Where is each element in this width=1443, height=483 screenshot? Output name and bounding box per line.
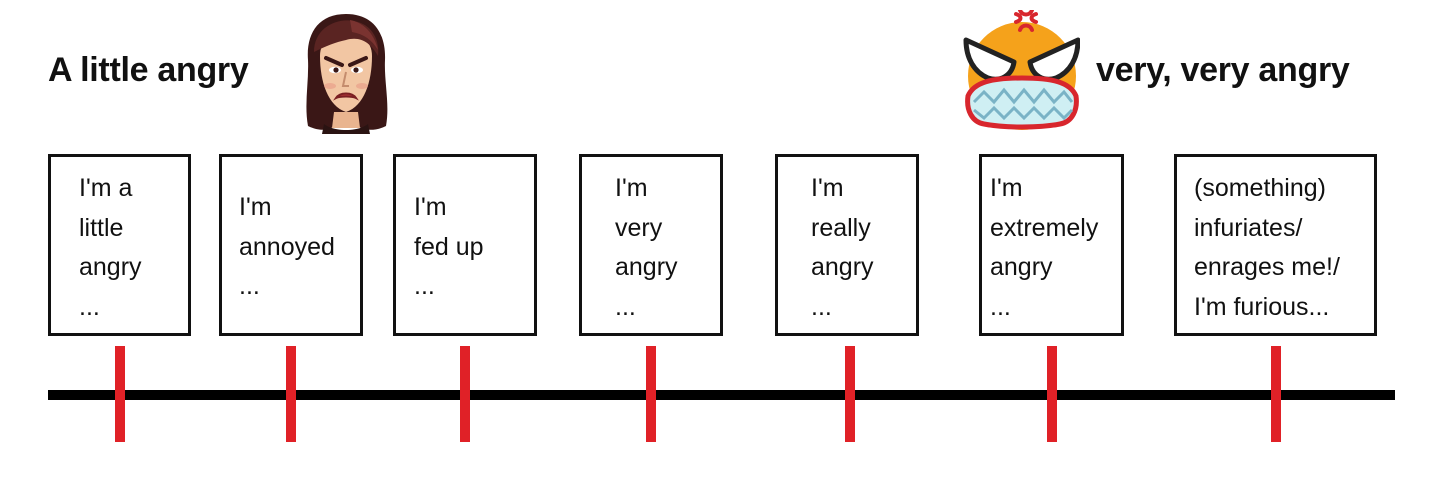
- axis-tick: [115, 346, 125, 442]
- scale-box: I'm extremely angry ...: [979, 154, 1124, 336]
- axis-tick: [1047, 346, 1057, 442]
- axis-tick: [646, 346, 656, 442]
- scale-box: I'm very angry ...: [579, 154, 723, 336]
- axis-tick: [845, 346, 855, 442]
- heading-very-very-angry: very, very angry: [1096, 51, 1350, 89]
- scale-box: I'm annoyed ...: [219, 154, 363, 336]
- scale-box: I'm a little angry ...: [48, 154, 191, 336]
- scale-text: I'm very angry ...: [615, 174, 678, 321]
- scale-text: I'm a little angry ...: [79, 174, 142, 321]
- scale-box: (something) infuriates/ enrages me!/ I'm…: [1174, 154, 1377, 336]
- axis-tick: [460, 346, 470, 442]
- axis-tick: [286, 346, 296, 442]
- scale-box: I'm really angry ...: [775, 154, 919, 336]
- scale-box: I'm fed up ...: [393, 154, 537, 336]
- angry-woman-icon: [306, 14, 388, 134]
- furious-emoji-icon: [963, 10, 1080, 130]
- scale-text: (something) infuriates/ enrages me!/ I'm…: [1194, 174, 1340, 321]
- intensity-axis: [48, 390, 1395, 400]
- axis-tick: [1271, 346, 1281, 442]
- heading-a-little-angry: A little angry: [48, 51, 249, 89]
- scale-text: I'm fed up ...: [414, 193, 484, 300]
- scale-text: I'm really angry ...: [811, 174, 874, 321]
- scale-text: I'm extremely angry ...: [990, 174, 1099, 321]
- scale-text: I'm annoyed ...: [239, 193, 335, 300]
